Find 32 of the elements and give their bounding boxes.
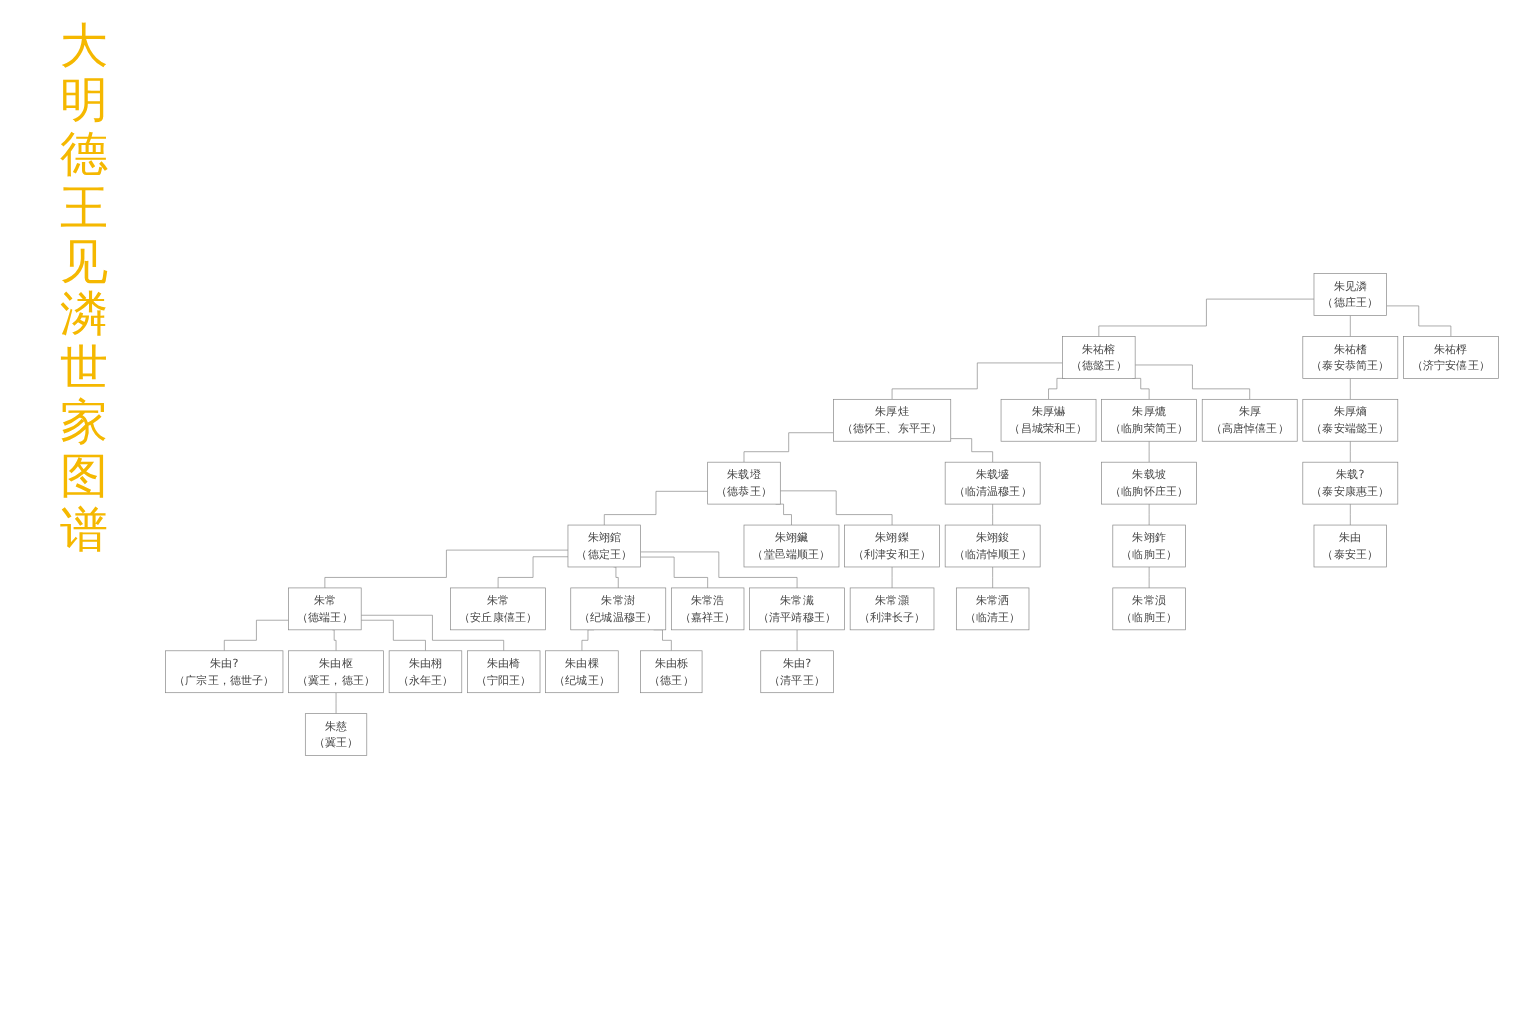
connector bbox=[1349, 315, 1351, 338]
connector bbox=[891, 363, 1063, 401]
connector bbox=[992, 504, 993, 526]
connector bbox=[1386, 305, 1452, 338]
connector bbox=[1132, 378, 1150, 401]
title: 大明德王见潾世家图谱 bbox=[60, 20, 110, 558]
connector bbox=[992, 567, 993, 589]
connector bbox=[796, 629, 798, 652]
connector bbox=[1349, 504, 1351, 526]
connector bbox=[640, 552, 798, 589]
connector bbox=[743, 432, 834, 463]
connector bbox=[613, 567, 619, 589]
connector bbox=[497, 556, 569, 589]
connector bbox=[331, 629, 337, 652]
connector bbox=[640, 557, 708, 589]
connector bbox=[1134, 365, 1251, 401]
connector bbox=[1148, 567, 1150, 589]
connector bbox=[324, 550, 569, 589]
connector bbox=[1148, 504, 1150, 526]
connector bbox=[779, 490, 893, 526]
connector bbox=[360, 615, 505, 652]
connector bbox=[1349, 378, 1351, 401]
connector bbox=[335, 692, 337, 715]
connector bbox=[891, 567, 893, 589]
connector bbox=[223, 620, 289, 652]
connector bbox=[1349, 441, 1351, 463]
connector bbox=[1148, 441, 1150, 463]
connector bbox=[1048, 378, 1066, 401]
connector bbox=[603, 491, 708, 526]
connector bbox=[360, 620, 426, 652]
connector bbox=[950, 438, 993, 463]
connector bbox=[1098, 299, 1315, 338]
